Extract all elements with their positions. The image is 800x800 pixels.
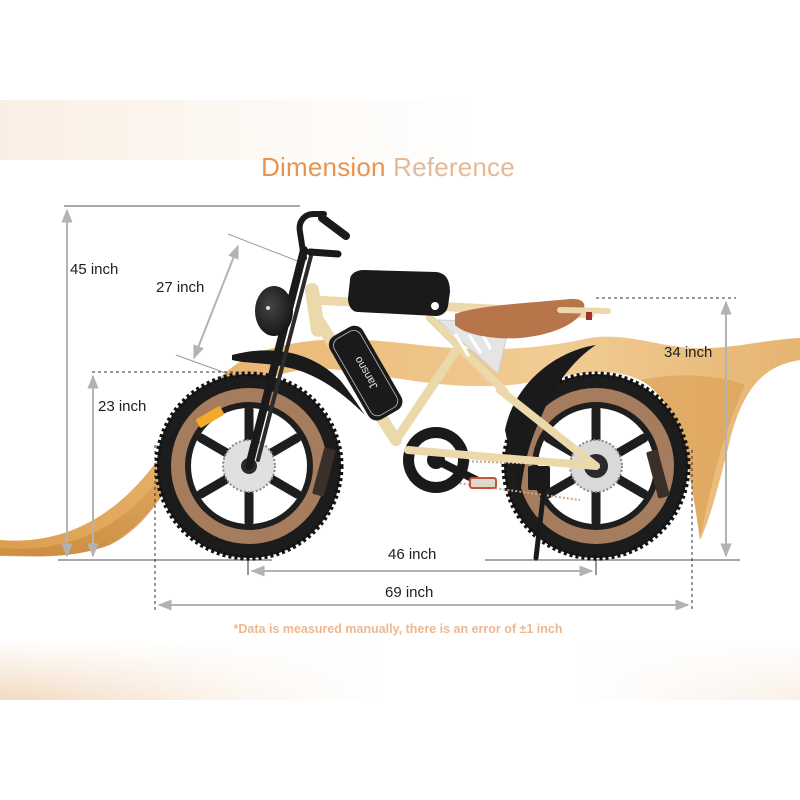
title-dimension: Dimension bbox=[261, 152, 386, 182]
e-bike: Jansno bbox=[154, 211, 691, 561]
label-handlebar-reach: 27 inch bbox=[156, 279, 205, 296]
bottom-gradient bbox=[0, 640, 800, 700]
battery: Jansno bbox=[328, 325, 403, 421]
label-seat-height: 34 inch bbox=[664, 344, 713, 361]
label-overall-length: 69 inch bbox=[385, 584, 434, 601]
top-gradient bbox=[0, 100, 800, 160]
page-title: Dimension Reference bbox=[0, 152, 776, 183]
measurement-footnote: *Data is measured manually, there is an … bbox=[233, 622, 563, 636]
dim-line-handlebar-reach bbox=[193, 244, 239, 360]
label-wheelbase: 46 inch bbox=[388, 546, 437, 563]
label-wheel-height: 23 inch bbox=[98, 398, 147, 415]
title-reference: Reference bbox=[393, 152, 515, 182]
label-overall-height: 45 inch bbox=[70, 261, 119, 278]
